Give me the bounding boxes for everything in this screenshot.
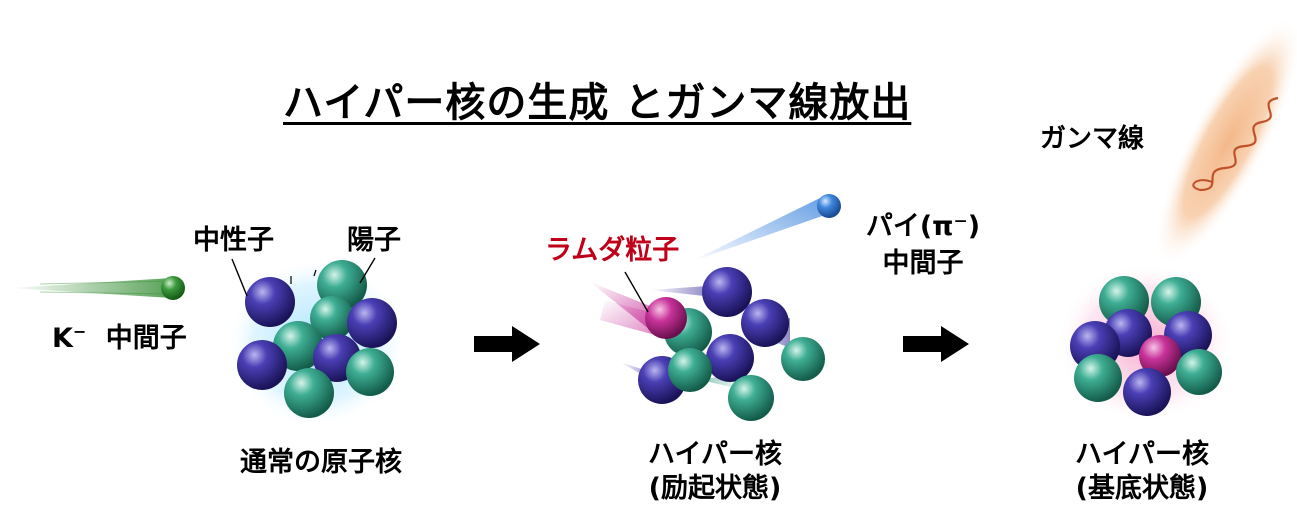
- pion-meson-particle: [690, 194, 841, 262]
- hypernucleus-ground-label: ハイパー核 (基底状態): [1057, 438, 1227, 506]
- hypernucleus-ground-line1: ハイパー核: [1075, 439, 1209, 470]
- lambda-particle-label: ラムダ粒子: [545, 235, 680, 266]
- pion-label-line1: パイ(π⁻): [865, 211, 981, 242]
- hypernucleus-excited-line2: (励起状態): [648, 473, 782, 504]
- hypernucleus-ground: [1057, 263, 1233, 423]
- gamma-ray: [1154, 17, 1297, 267]
- neutron-label: 中性子: [193, 225, 274, 256]
- normal-nucleus-label: 通常の原子核: [240, 447, 402, 478]
- pion-meson-label: パイ(π⁻) 中間子: [858, 208, 988, 282]
- kaon-meson-text: 中間子: [105, 323, 187, 354]
- hypernucleus-excited-line1: ハイパー核: [648, 439, 782, 470]
- kaon-meson-particle: [10, 276, 185, 300]
- arrow-1: [474, 326, 540, 362]
- kaon-symbol: K: [52, 323, 73, 354]
- kaon-charge: −: [72, 322, 87, 341]
- hypernucleus-excited: [590, 267, 830, 421]
- kaon-meson-label: K− 中間子: [52, 316, 187, 355]
- hypernucleus-excited-label: ハイパー核 (励起状態): [630, 438, 800, 506]
- page-title: ハイパー核の生成 とガンマ線放出: [283, 80, 912, 126]
- proton-label: 陽子: [347, 225, 401, 256]
- pion-label-line2: 中間子: [882, 248, 964, 279]
- arrow-2: [903, 326, 969, 362]
- normal-nucleus: [227, 257, 407, 428]
- hypernucleus-ground-line2: (基底状態): [1075, 473, 1209, 504]
- gamma-ray-label: ガンマ線: [1040, 124, 1145, 154]
